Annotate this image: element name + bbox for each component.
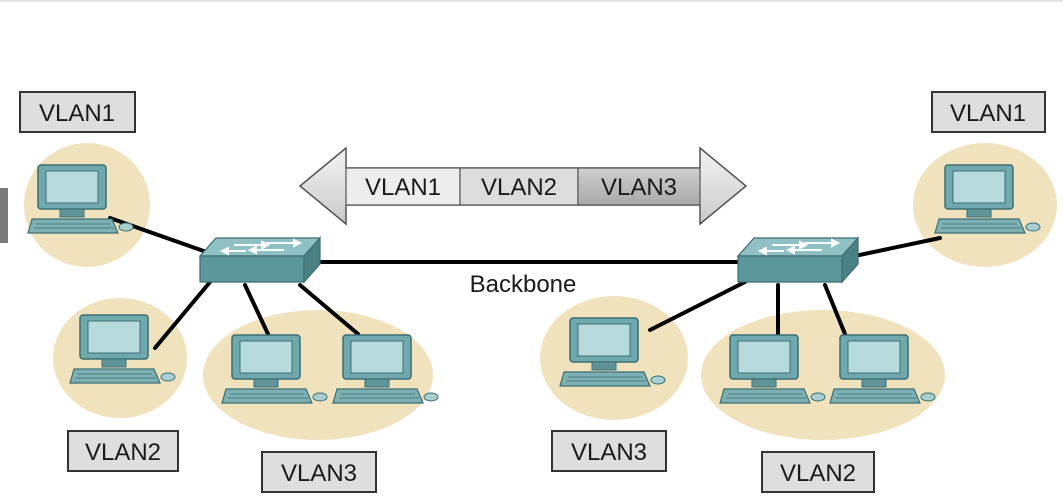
trunk-segment-3 (577, 167, 701, 206)
vlan-label-left-top: VLAN1 (19, 91, 136, 133)
link-right-pc3 (823, 283, 847, 336)
trunk-label-vlan1: VLAN1 (365, 174, 441, 201)
svg-text:VLAN2: VLAN2 (780, 460, 856, 487)
svg-text:VLAN3: VLAN3 (281, 460, 357, 487)
switch-icon (737, 237, 859, 283)
trunk-label-vlan3: VLAN3 (601, 174, 677, 201)
vlan-label-left-bottom-a: VLAN2 (67, 430, 179, 472)
svg-text:VLAN3: VLAN3 (571, 439, 647, 466)
vlan-label-right-top: VLAN1 (931, 91, 1046, 133)
svg-text:VLAN2: VLAN2 (85, 439, 161, 466)
vlan-label-right-bottom-a: VLAN3 (551, 430, 667, 472)
trunk-label-vlan2: VLAN2 (481, 174, 557, 201)
svg-text:VLAN1: VLAN1 (950, 100, 1026, 127)
svg-text:VLAN1: VLAN1 (39, 100, 115, 127)
link-left-pc3 (243, 283, 270, 336)
link-right-pc4 (848, 236, 942, 259)
link-left-pc4 (298, 283, 360, 336)
top-border (0, 0, 1063, 2)
vlan-label-left-bottom-b: VLAN3 (261, 451, 377, 493)
link-left-pc2 (153, 280, 212, 350)
double-arrow-icon: VLAN1 VLAN2 VLAN3 (298, 146, 748, 226)
link-right-pc1 (648, 280, 747, 332)
backbone-label: Backbone (470, 271, 577, 298)
edge-tab (0, 188, 8, 243)
vlan-label-right-bottom-b: VLAN2 (761, 451, 875, 493)
switch-icon (199, 237, 321, 283)
